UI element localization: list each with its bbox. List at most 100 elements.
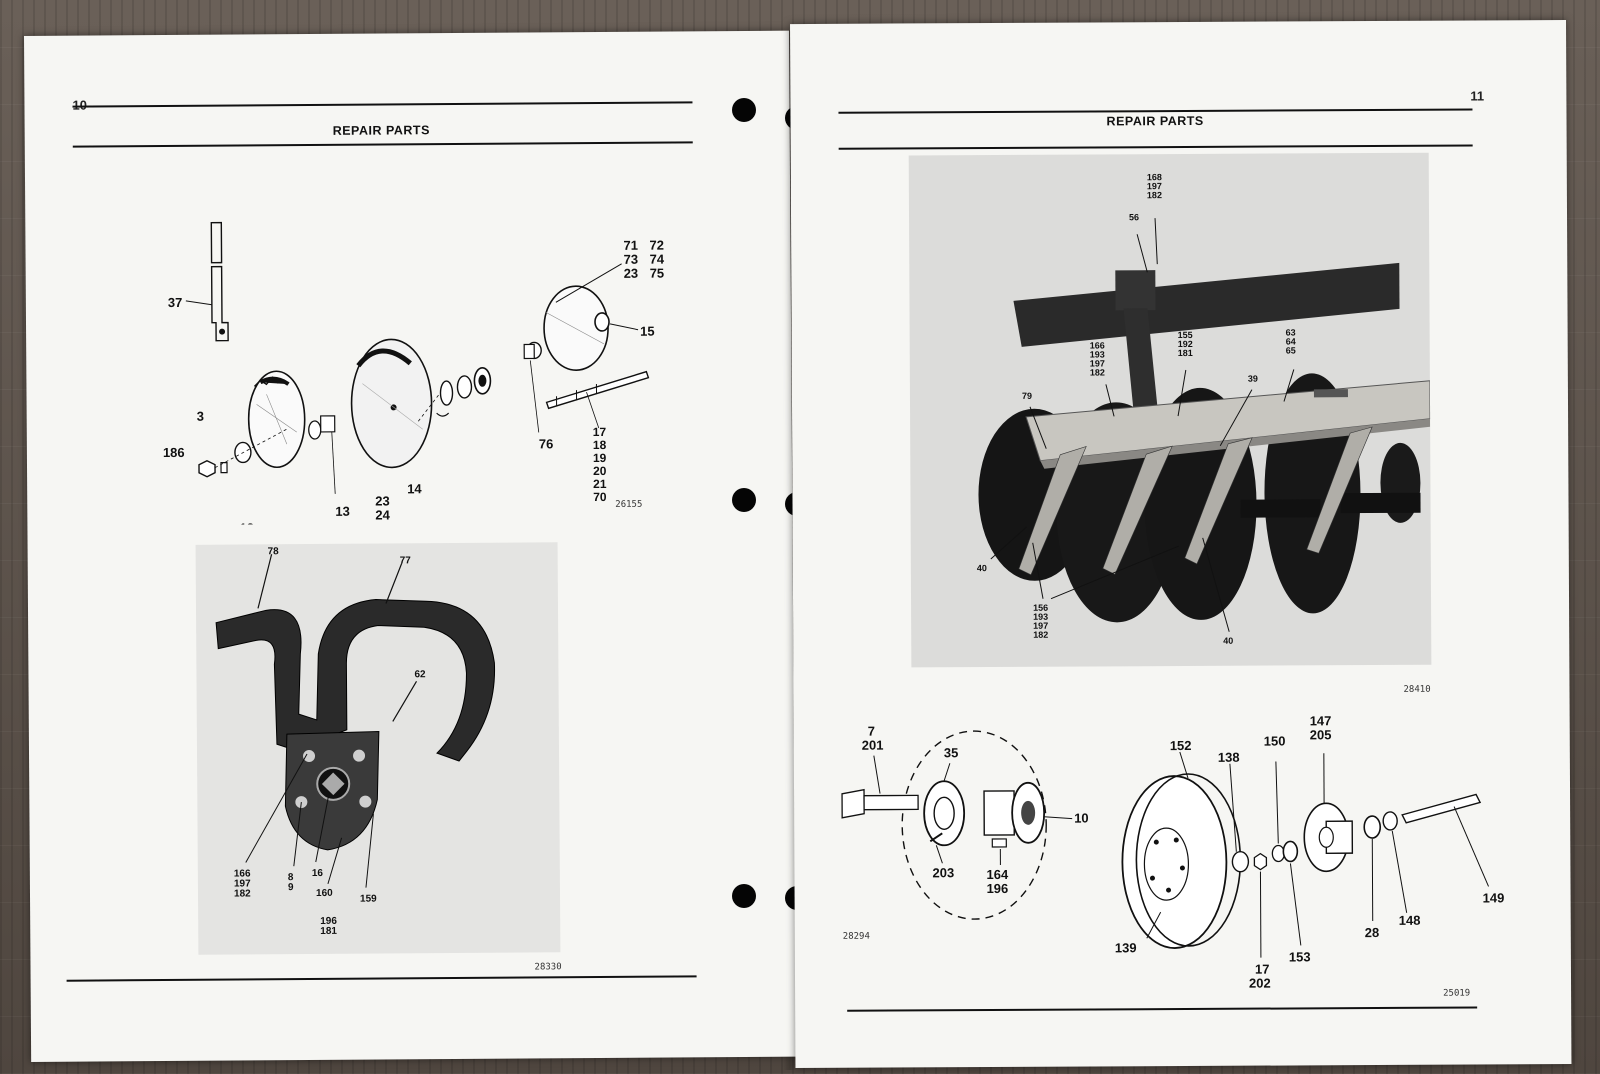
bearing-part xyxy=(416,367,492,424)
callout-159: 159 xyxy=(360,894,377,905)
callout-19: 19 xyxy=(593,451,607,465)
callout-18: 18 xyxy=(593,438,607,452)
figure-code-hub: 28294 xyxy=(842,931,870,942)
callout-35: 35 xyxy=(944,745,959,760)
callout-17: 17 xyxy=(1255,962,1270,977)
callout-193b: 193 xyxy=(1033,612,1048,622)
binder-hole xyxy=(732,884,756,908)
callout-203: 203 xyxy=(932,865,954,880)
spool-part xyxy=(523,341,542,433)
callout-196: 196 xyxy=(320,916,337,927)
callout-139: 139 xyxy=(1115,940,1137,955)
callout-197b: 197 xyxy=(1090,358,1105,368)
left-page: 10 REPAIR PARTS xyxy=(24,30,797,1062)
callout-28: 28 xyxy=(1365,925,1380,940)
callout-62: 62 xyxy=(414,669,426,680)
callout-64: 64 xyxy=(1286,336,1296,346)
callout-186: 186 xyxy=(163,445,185,460)
disc-gang-illustration: 168 197 182 56 166 193 197 182 155 192 1… xyxy=(977,172,1431,646)
disc-gang-photo: 168 197 182 56 166 193 197 182 155 192 1… xyxy=(908,152,1432,668)
scraper-bracket-illustration: 78 77 62 166 197 182 8 9 16 160 159 196 … xyxy=(215,546,496,937)
callout-181: 181 xyxy=(320,926,337,937)
page-number: 11 xyxy=(1470,88,1485,104)
axle-bolt-part xyxy=(545,370,650,429)
callout-17: 17 xyxy=(593,425,607,439)
heading-rule xyxy=(838,144,1473,150)
callout-160: 160 xyxy=(316,888,333,899)
callout-10: 10 xyxy=(1074,811,1089,826)
callout-79: 79 xyxy=(1022,391,1032,401)
callout-201: 201 xyxy=(862,738,884,753)
callout-156: 156 xyxy=(1033,603,1048,613)
callout-63: 63 xyxy=(1286,327,1296,337)
callout-77: 77 xyxy=(400,555,412,566)
callout-7: 7 xyxy=(868,724,875,739)
scraper-bracket-photo: 78 77 62 166 197 182 8 9 16 160 159 196 … xyxy=(195,542,561,955)
callout-56: 56 xyxy=(1129,212,1139,222)
callout-75b: 75 xyxy=(650,266,665,281)
callout-182: 182 xyxy=(234,888,251,899)
callout-197: 197 xyxy=(234,878,251,889)
callout-20: 20 xyxy=(593,464,607,478)
callout-24: 24 xyxy=(375,507,390,522)
callout-13: 13 xyxy=(335,504,350,519)
top-rule xyxy=(838,108,1473,114)
callout-21: 21 xyxy=(593,477,607,491)
right-page: 11 REPAIR PARTS xyxy=(790,20,1572,1069)
callout-3: 3 xyxy=(197,409,204,424)
page-heading: REPAIR PARTS xyxy=(332,123,430,138)
callout-150: 150 xyxy=(1264,733,1286,748)
callout-39: 39 xyxy=(1248,374,1258,384)
exploded-disc-assembly-diagram: 37 3 186 12 75 25 13 23 24 14 76 71 72 7… xyxy=(163,221,665,525)
callout-205: 205 xyxy=(1310,727,1332,742)
callout-166: 166 xyxy=(1090,340,1105,350)
callout-72: 72 xyxy=(649,238,664,253)
concave-disc-part xyxy=(350,338,433,469)
nut-washer-parts xyxy=(198,428,287,478)
callout-12: 12 xyxy=(239,520,254,525)
callout-15: 15 xyxy=(640,324,655,339)
callout-70: 70 xyxy=(593,490,607,504)
callout-14: 14 xyxy=(407,481,422,496)
heading-rule xyxy=(72,141,693,148)
callout-166: 166 xyxy=(234,868,251,879)
footer-rule xyxy=(66,975,697,982)
callout-155: 155 xyxy=(1178,330,1193,340)
callout-71: 71 xyxy=(623,238,638,253)
callout-197: 197 xyxy=(1147,181,1162,191)
callout-192: 192 xyxy=(1178,339,1193,349)
callout-153: 153 xyxy=(1289,949,1311,964)
callout-182c: 182 xyxy=(1033,630,1048,640)
callout-182: 182 xyxy=(1147,190,1162,200)
callout-23: 23 xyxy=(375,493,390,508)
callout-65: 65 xyxy=(1286,345,1296,355)
callout-8: 8 xyxy=(288,872,294,883)
callout-74: 74 xyxy=(650,252,665,267)
callout-202: 202 xyxy=(1249,976,1271,991)
page-heading: REPAIR PARTS xyxy=(1106,113,1204,129)
callout-193: 193 xyxy=(1090,349,1105,359)
top-rule xyxy=(72,101,693,108)
figure-code: 26155 xyxy=(615,499,643,510)
callout-78: 78 xyxy=(268,546,280,557)
callout-76: 76 xyxy=(539,436,554,451)
exploded-wheel-diagram: 152 138 150 147 205 139 17 202 153 28 14… xyxy=(1115,713,1505,991)
figure-code: 28410 xyxy=(1403,684,1431,695)
binder-hole xyxy=(732,98,756,122)
notched-disc-part xyxy=(247,370,306,469)
binder-hole xyxy=(732,488,756,512)
callout-149: 149 xyxy=(1483,890,1505,905)
callout-197c: 197 xyxy=(1033,621,1048,631)
exploded-bearing-hub-diagram: 7 201 35 10 203 164 196 xyxy=(841,724,1089,920)
callout-147: 147 xyxy=(1310,713,1332,728)
callout-9: 9 xyxy=(288,882,294,893)
callout-73: 73 xyxy=(624,252,639,267)
callout-182b: 182 xyxy=(1090,367,1105,377)
callout-148: 148 xyxy=(1399,913,1421,928)
spacer-part xyxy=(308,415,336,494)
callout-23b: 23 xyxy=(624,266,639,281)
callout-16: 16 xyxy=(312,868,324,879)
callout-196: 196 xyxy=(987,881,1009,896)
callout-181: 181 xyxy=(1178,348,1193,358)
figure-code-wheel: 25019 xyxy=(1443,988,1471,999)
